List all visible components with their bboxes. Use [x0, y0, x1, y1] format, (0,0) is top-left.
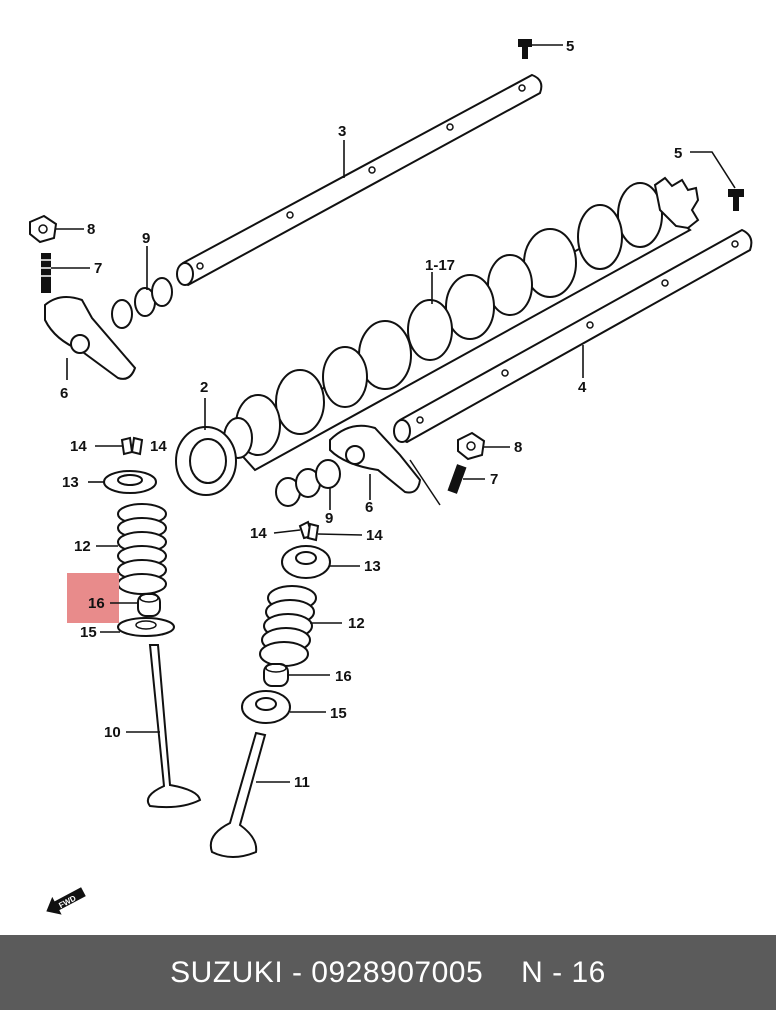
adjuster-screw-7-right	[447, 464, 467, 494]
callout-7: 7	[490, 471, 498, 488]
rocker-arm-6-right	[329, 424, 441, 506]
spring-seat-15-left	[117, 617, 175, 637]
callout-9: 9	[142, 230, 150, 247]
valve-spring-12-right	[259, 585, 317, 667]
rocker-arm-6-left	[44, 295, 137, 380]
callout-9: 9	[325, 510, 333, 527]
callout-15: 15	[80, 624, 97, 641]
callout-14: 14	[250, 525, 267, 542]
exhaust-valve-11	[209, 731, 267, 858]
valve-cotter-14-left	[120, 436, 144, 456]
valve-cotter-14-right	[298, 520, 320, 542]
spring-9-left	[111, 277, 173, 329]
callout-11: 11	[294, 774, 310, 791]
valve-spring-12-left	[117, 503, 167, 595]
callout-14: 14	[150, 438, 167, 455]
callout-3: 3	[338, 123, 346, 140]
highlight-box	[67, 573, 119, 623]
callout-4: 4	[578, 379, 587, 396]
brand-part-number: SUZUKI - 0928907005	[170, 955, 484, 989]
spring-seat-15-right	[241, 690, 291, 724]
spring-9-right	[275, 459, 341, 507]
callout-12: 12	[74, 538, 91, 555]
callout-13: 13	[62, 474, 79, 491]
callout-1-17: 1-17	[425, 257, 455, 274]
front-direction-marker: FWD	[46, 887, 86, 915]
spring-retainer-13-right	[281, 545, 331, 579]
callout-7: 7	[94, 260, 102, 277]
callout-5: 5	[674, 145, 682, 162]
adjuster-screw-7-left	[41, 253, 51, 293]
callout-5: 5	[566, 38, 574, 55]
valve-stem-seal-16-right	[263, 663, 289, 687]
parts-diagram: 5 3 5 8 9 7 1-17 6 2 4 8 7 14 14 13 9 6 …	[29, 38, 753, 915]
callout-labels: 5 3 5 8 9 7 1-17 6 2 4 8 7 14 14 13 9 6 …	[60, 38, 682, 791]
rocker-shaft-4	[393, 228, 753, 444]
spring-retainer-13-left	[103, 470, 157, 494]
callout-10: 10	[104, 724, 121, 741]
callout-8: 8	[87, 221, 95, 238]
nut-8-right	[457, 431, 486, 461]
bolt-5-right	[728, 189, 744, 211]
oil-seal-2	[175, 426, 237, 496]
intake-valve-10	[146, 644, 202, 809]
rocker-shaft-3	[176, 73, 543, 287]
callout-2: 2	[200, 379, 208, 396]
callout-15: 15	[330, 705, 347, 722]
callout-14: 14	[366, 527, 383, 544]
part-info-footer: SUZUKI - 0928907005 N - 16	[0, 935, 776, 1010]
diagram-reference: N - 16	[521, 955, 606, 989]
callout-6: 6	[365, 499, 373, 516]
callout-14: 14	[70, 438, 87, 455]
leader-lines	[51, 44, 736, 783]
callout-8: 8	[514, 439, 522, 456]
callout-12: 12	[348, 615, 365, 632]
nut-8-left	[29, 214, 58, 244]
bolt-5-top	[518, 39, 532, 59]
callout-16: 16	[335, 668, 352, 685]
camshaft	[223, 176, 700, 472]
callout-13: 13	[364, 558, 381, 575]
callout-16-highlighted: 16	[88, 595, 105, 612]
valve-stem-seal-16-left	[137, 593, 161, 617]
callout-6: 6	[60, 385, 68, 402]
